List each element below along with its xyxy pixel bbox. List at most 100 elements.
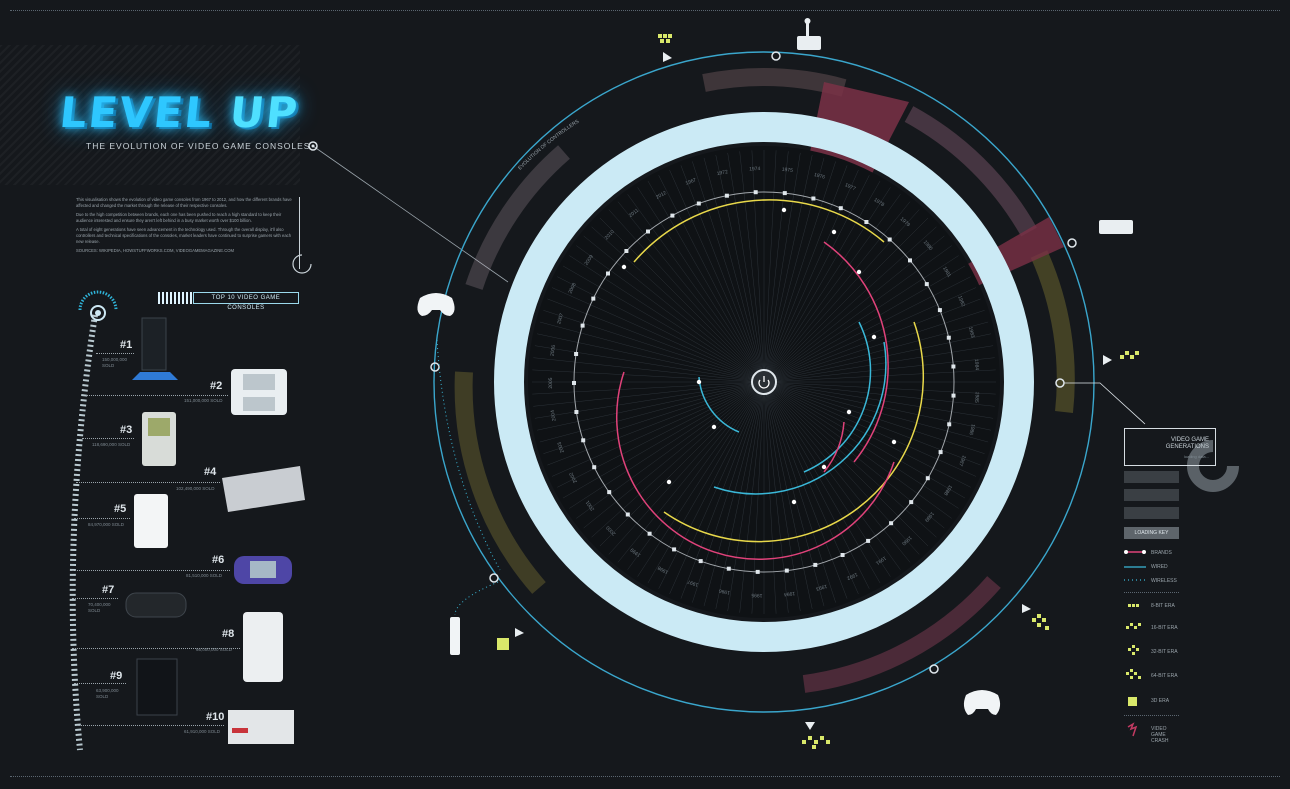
top10-heading: TOP 10 VIDEO GAME CONSOLES — [193, 292, 299, 311]
year-label: 1985 — [973, 391, 980, 403]
spoke-line — [763, 157, 825, 383]
spoke-line — [763, 310, 985, 383]
intro-sources: SOURCES: WIKIPEDIA, HOWSTUFFWORKS.COM, V… — [76, 248, 234, 254]
spoke-line — [534, 381, 765, 419]
spoke-line — [763, 381, 929, 547]
spoke-line — [763, 381, 836, 603]
spoke-line — [543, 381, 765, 454]
bottom-dotted-border — [10, 776, 1280, 777]
spoke-line — [576, 381, 765, 519]
spoke-line — [763, 381, 848, 599]
spoke-line — [763, 155, 813, 383]
year-label: 1986 — [967, 423, 975, 435]
rank-sold: 84,970,000 SOLD — [88, 522, 125, 527]
year-label: 2004 — [550, 409, 558, 421]
spoke-line — [763, 381, 911, 563]
console-points — [621, 207, 897, 505]
year-label: 1987 — [957, 454, 967, 467]
spoke-line — [703, 381, 765, 607]
ps2-console — [141, 317, 167, 371]
joystick-node[interactable] — [771, 51, 781, 61]
intro-paragraph: A total of eight generations have seen a… — [76, 227, 292, 244]
spoke-line — [551, 381, 765, 477]
rank-sold: 81,510,000 SOLD — [186, 573, 223, 578]
spoke-line — [537, 381, 765, 431]
year-label: 2002 — [568, 471, 578, 484]
spoke-line — [680, 165, 765, 383]
spoke-line — [692, 381, 765, 603]
intro-paragraph: Due to the high competition between bran… — [76, 212, 282, 223]
spoke-line — [763, 161, 836, 383]
brand-arcs — [616, 199, 925, 561]
rank-label: #4 — [204, 466, 217, 478]
spoke-line — [727, 152, 765, 383]
legend-32bit: 32-BIT ERA — [1151, 649, 1178, 655]
spoke-line — [637, 381, 765, 577]
rank-sold: 102,490,000 SOLD — [176, 486, 215, 491]
spoke-line — [763, 381, 945, 529]
year-label: 1989 — [923, 510, 935, 523]
rank-label: #1 — [120, 339, 133, 351]
spoke-line — [763, 381, 994, 419]
legend-placeholder-bar — [1124, 507, 1179, 519]
spoke-line — [763, 381, 991, 431]
spoke-line — [763, 217, 929, 383]
rank-label: #10 — [206, 711, 225, 723]
year-label: 1998 — [657, 564, 670, 575]
spoke-line — [763, 194, 901, 383]
spoke-line — [763, 381, 937, 538]
spoke-line — [763, 265, 966, 383]
spoke-line — [562, 381, 765, 499]
legend-separator — [1124, 715, 1179, 716]
spoke-line — [763, 298, 981, 383]
n64-node[interactable] — [929, 664, 939, 674]
spoke-line — [637, 187, 765, 383]
nes-console — [228, 710, 294, 744]
rank-leader — [72, 598, 118, 599]
loading-key-button[interactable]: LOADING KEY — [1124, 527, 1179, 539]
spoke-line — [763, 165, 848, 383]
inner-light-ring — [494, 112, 1034, 652]
rank-leader — [74, 518, 130, 519]
rank-sold: 150,000,000 SOLD — [102, 357, 128, 368]
spoke-line — [763, 381, 881, 584]
top10-bar-graphic — [158, 292, 192, 304]
year-label: 1996 — [718, 587, 730, 595]
spoke-line — [763, 381, 977, 477]
spoke-line — [763, 381, 971, 488]
era-pointer-triangles — [515, 52, 1112, 730]
rank-leader — [72, 648, 240, 649]
spoke-line — [763, 321, 989, 383]
wii-console — [134, 494, 168, 548]
xbox-node[interactable] — [430, 362, 440, 372]
atari-joystick-icon — [797, 36, 821, 50]
spoke-line — [763, 287, 977, 383]
spoke-line — [763, 381, 995, 407]
spoke-line — [763, 381, 901, 570]
year-label: 2008 — [567, 282, 577, 295]
year-label: 1997 — [687, 578, 700, 587]
year-label: 1967 — [685, 177, 698, 187]
spoke-line — [715, 155, 765, 383]
rank-leader — [72, 570, 230, 571]
wii-node[interactable] — [489, 573, 499, 583]
spoke-line — [551, 287, 765, 383]
ladder-knob[interactable] — [90, 305, 106, 321]
legend-16bit: 16-BIT ERA — [1151, 625, 1178, 631]
connector-node[interactable] — [308, 141, 318, 151]
spoke-line — [569, 381, 765, 509]
nes-node[interactable] — [1067, 238, 1077, 248]
rank-leader — [82, 438, 134, 439]
spoke-line — [763, 381, 870, 589]
year-label: 1977 — [844, 182, 857, 192]
spoke-line — [763, 357, 995, 383]
year-label: 1981 — [941, 266, 952, 279]
rank-sold: 61,910,000 SOLD — [184, 729, 221, 734]
year-label: 2011 — [628, 208, 640, 219]
spoke-line — [763, 150, 777, 383]
spoke-line — [534, 345, 765, 383]
spoke-line — [763, 369, 996, 383]
year-label: 2001 — [585, 499, 596, 512]
